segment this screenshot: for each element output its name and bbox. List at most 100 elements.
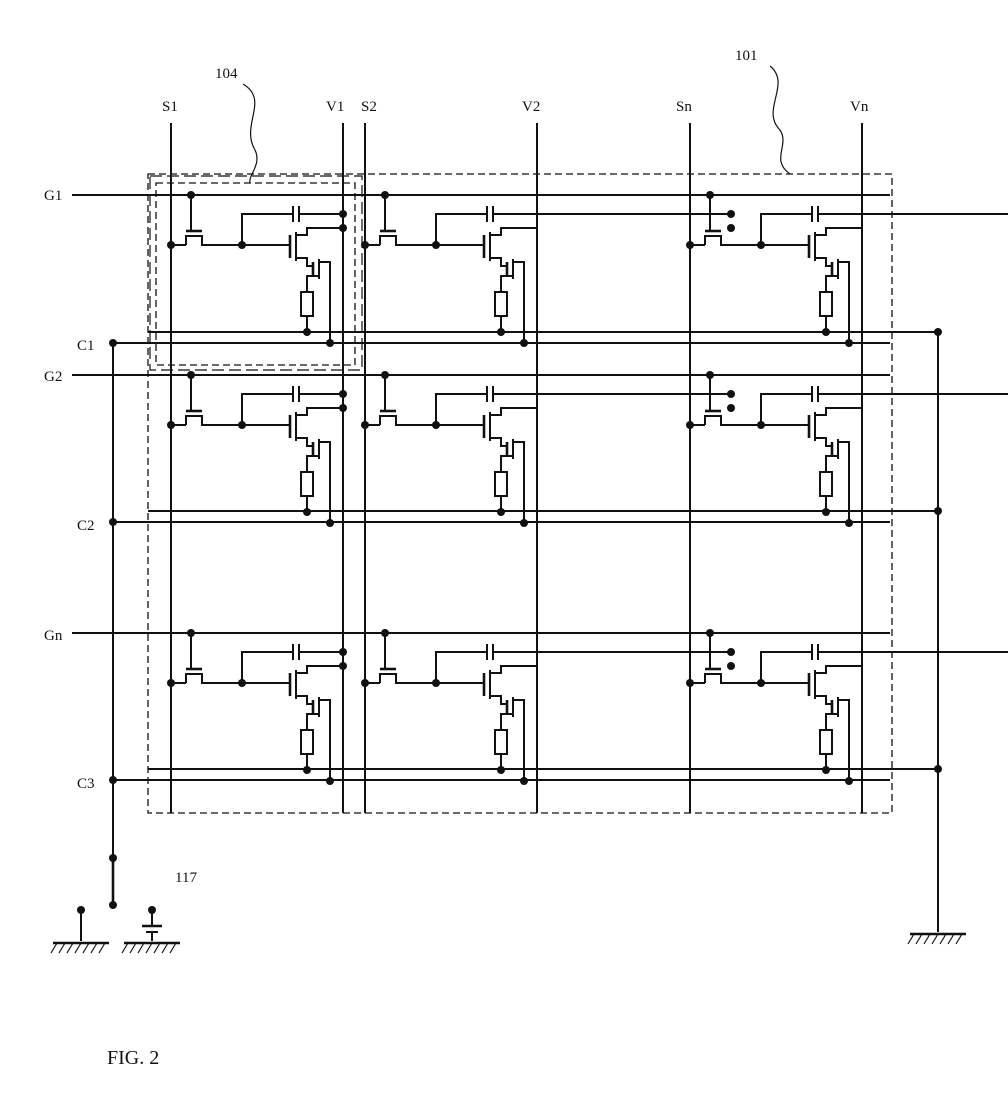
junction-dot [303,508,311,516]
drive-tft [815,666,862,673]
ground-icon [67,943,73,953]
junction-dot [361,421,369,429]
junction-dot [109,901,117,909]
ground-icon [908,934,966,944]
junction-dot [339,390,347,398]
storage-cap-lead [761,394,812,425]
junction-dot [167,241,175,249]
ground-icon [170,943,176,953]
junction-dot [727,662,735,670]
pixel-cell [167,371,347,527]
ground-icon [916,934,922,944]
storage-cap-lead [242,214,293,245]
junction-dot [361,679,369,687]
junction-dot [686,421,694,429]
junction-dot [822,508,830,516]
drive-tft [815,408,862,415]
junction-dot [432,679,440,687]
storage-cap-lead [436,652,487,683]
ground-icon [940,934,946,944]
emission-tft [307,456,319,472]
emission-tft [826,276,838,292]
reference-numeral-array: 101 [735,48,758,64]
junction-dot [757,421,765,429]
row-labels: G1 C1 G2 C2 Gn C3 [44,188,95,792]
emission-tft [826,456,838,472]
row-label-c3: C3 [77,776,95,792]
junction-dot [326,519,334,527]
column-label-vn: Vn [850,99,869,115]
light-emitting-element [820,730,832,754]
junction-dot [187,371,195,379]
junction-dot [167,679,175,687]
array-boundary [148,174,892,813]
row-label-c1: C1 [77,338,95,354]
drive-tft [490,258,507,266]
row-label-gn: Gn [44,628,63,644]
pixel-cell [167,191,347,347]
drive-tft [815,228,862,235]
column-label-s1: S1 [162,99,178,115]
ground-icon [59,943,65,953]
junction-dot [326,777,334,785]
junction-dot [432,421,440,429]
drive-tft [296,228,343,235]
light-emitting-element [495,730,507,754]
row-label-g2: G2 [44,369,62,385]
junction-dot [727,210,735,218]
junction-dot [148,906,156,914]
junction-dot [497,508,505,516]
junction-dot [109,518,117,526]
storage-cap-lead [436,394,487,425]
junction-dot [167,421,175,429]
column-label-s2: S2 [361,99,377,115]
light-emitting-element [301,730,313,754]
junction-dot [686,679,694,687]
drive-tft [815,696,832,704]
switch-tft [380,236,436,245]
ground-icon [99,943,105,953]
junction-dot [361,241,369,249]
junction-dot [497,766,505,774]
junction-dot [845,339,853,347]
light-emitting-element [820,292,832,316]
junction-dot [822,328,830,336]
emission-tft [826,714,838,730]
drive-tft [296,408,343,415]
drive-tft [490,228,537,235]
junction-dot [303,328,311,336]
ground-icon [908,934,914,944]
junction-dot [339,224,347,232]
junction-dot [187,629,195,637]
light-emitting-element [820,472,832,496]
junction-dot [326,339,334,347]
junction-dot [339,662,347,670]
ground-icon [91,943,97,953]
junction-dot [187,191,195,199]
pixel-cell [361,371,735,527]
drive-tft [296,258,313,266]
ground-icon [138,943,144,953]
junction-dot [432,241,440,249]
column-label-v1: V1 [326,99,344,115]
light-emitting-element [301,292,313,316]
reference-numeral-pixel: 104 [215,66,238,82]
junction-dot [339,648,347,656]
storage-cap-lead [242,652,293,683]
junction-dot [238,241,246,249]
junction-dot [520,519,528,527]
switch-tft [380,674,436,683]
light-emitting-element [495,292,507,316]
storage-cap-lead [242,394,293,425]
row-label-c2: C2 [77,518,95,534]
switch-tft [705,416,761,425]
ground-icon [122,943,128,953]
junction-dot [757,679,765,687]
pixel-cell [361,191,735,347]
storage-cap-lead [436,214,487,245]
light-emitting-element [301,472,313,496]
ground-icon [83,943,89,953]
junction-dot [845,519,853,527]
row-label-g1: G1 [44,188,62,204]
column-labels: S1 V1 S2 V2 Sn Vn [162,99,869,115]
